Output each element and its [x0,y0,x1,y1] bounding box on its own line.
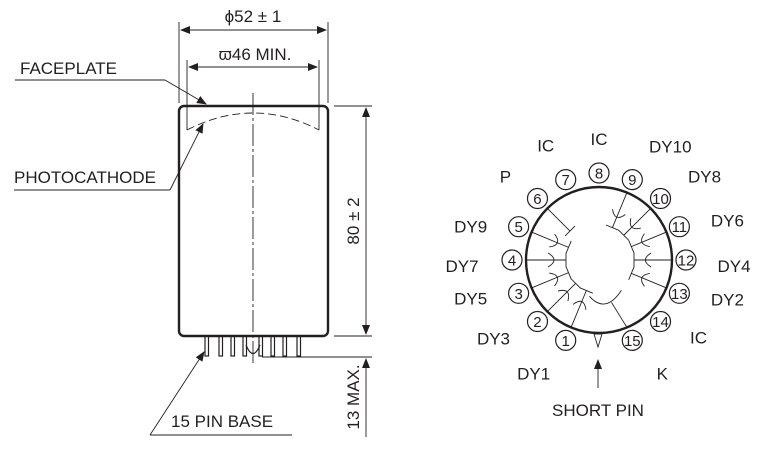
pin-name: IC [690,329,707,348]
pin-number: 4 [508,253,516,270]
pin-6: 6P [500,167,549,210]
pin-number: 6 [533,191,541,208]
pin-number-circle [508,216,530,238]
photocathode-callout: PHOTOCATHODE [14,123,204,191]
dim-length-text: 80 ± 2 [344,197,363,244]
tube-body [177,104,330,338]
electrode-dy1 [570,287,594,328]
pin-number-circle [555,329,577,351]
pin-name: DY8 [688,167,721,186]
pin-number-circle [588,162,610,184]
pin-number-circle [675,249,697,271]
electrode-dy7 [526,252,567,268]
pin-name: DY10 [649,138,692,157]
base-label: 15 PIN BASE [171,412,273,431]
base-pins [204,335,302,357]
pin-name: DY1 [517,364,550,383]
pin-name: DY2 [711,290,744,309]
pin-number-circle [526,187,549,210]
pin-15: 15K [621,329,669,383]
electrode-k [589,290,628,328]
pin-number-circle [668,216,690,238]
pin-name: P [500,167,511,186]
electrode-dy3 [547,278,581,312]
photocathode-label: PHOTOCATHODE [14,168,156,187]
pin-number: 14 [652,314,669,331]
tube-outline [177,93,330,366]
pin-number: 8 [595,166,603,183]
electrode-dy8 [618,208,651,241]
pin-number: 13 [671,286,688,303]
dim-photocathode-diameter-text: ϖ46 MIN. [219,45,292,64]
electrode-dy6 [628,231,667,254]
pin-name: IC [591,130,608,149]
electrode-dy10 [605,192,628,231]
pin-number: 12 [678,253,695,270]
dim-outer-diameter-text: ϕ52 ± 1 [225,7,282,26]
dim-pin-length: 13 MAX. [262,356,372,437]
pin-number-circle [526,310,549,333]
pin-name: DY7 [445,257,478,276]
electrode-p [547,208,576,237]
pin-name: DY5 [454,289,487,308]
faceplate-callout: FACEPLATE [15,59,207,105]
short-pin-marker [593,333,603,349]
pin-number-circle [621,329,643,351]
electrode-dy5 [531,265,572,289]
pin-3: 3 DY5 [454,282,530,308]
pin-8: 8 IC [588,130,610,184]
pin-number: 15 [624,333,641,350]
pin-name: IC [537,137,554,156]
base-callout: 15 PIN BASE [149,351,292,436]
pin-13: 13 DY2 [668,282,744,309]
pin-7: 7 IC [537,137,577,191]
pin-name: DY4 [717,257,750,276]
short-pin-label: SHORT PIN [552,401,644,420]
pin-number: 1 [562,333,570,350]
pin-number: 10 [652,191,669,208]
faceplate-label: FACEPLATE [20,59,117,78]
pin-number-circle [649,310,672,333]
pin-number-circle [555,169,577,191]
electrode-dy9 [531,231,572,255]
pin-number-circle [649,187,672,210]
dim-outer-diameter: ϕ52 ± 1 [178,7,329,103]
pin-number: 7 [562,172,570,189]
dim-pin-length-text: 13 MAX. [344,364,363,429]
pin-5: 5 DY9 [454,216,530,238]
pin-number: 9 [628,172,636,189]
pin-11: 11 DY6 [668,212,744,238]
pin-12: 12 DY4 [675,249,751,276]
pin-name: DY9 [454,218,487,237]
pin-number-circle [621,169,643,191]
pin-number: 5 [514,219,522,236]
pin-10: 10 DY8 [649,167,721,210]
pin-number: 11 [672,219,688,236]
pin-name: DY3 [477,330,510,349]
pin-name: K [657,364,669,383]
pin-number-circle [668,282,690,304]
pin-4: 4 DY7 [445,249,523,276]
dim-length: 80 ± 2 [334,105,372,337]
pin-name: DY6 [711,212,744,231]
pin-9: 9 DY10 [621,138,692,191]
electrode-dy4 [633,252,672,268]
pin-number: 3 [514,286,522,303]
pin-number-circle [501,249,523,271]
pin-number-circle [508,282,530,304]
electrode-dy2 [628,266,667,289]
pin-number: 2 [533,314,541,331]
dim-photocathode-diameter: ϖ46 MIN. [186,45,320,130]
